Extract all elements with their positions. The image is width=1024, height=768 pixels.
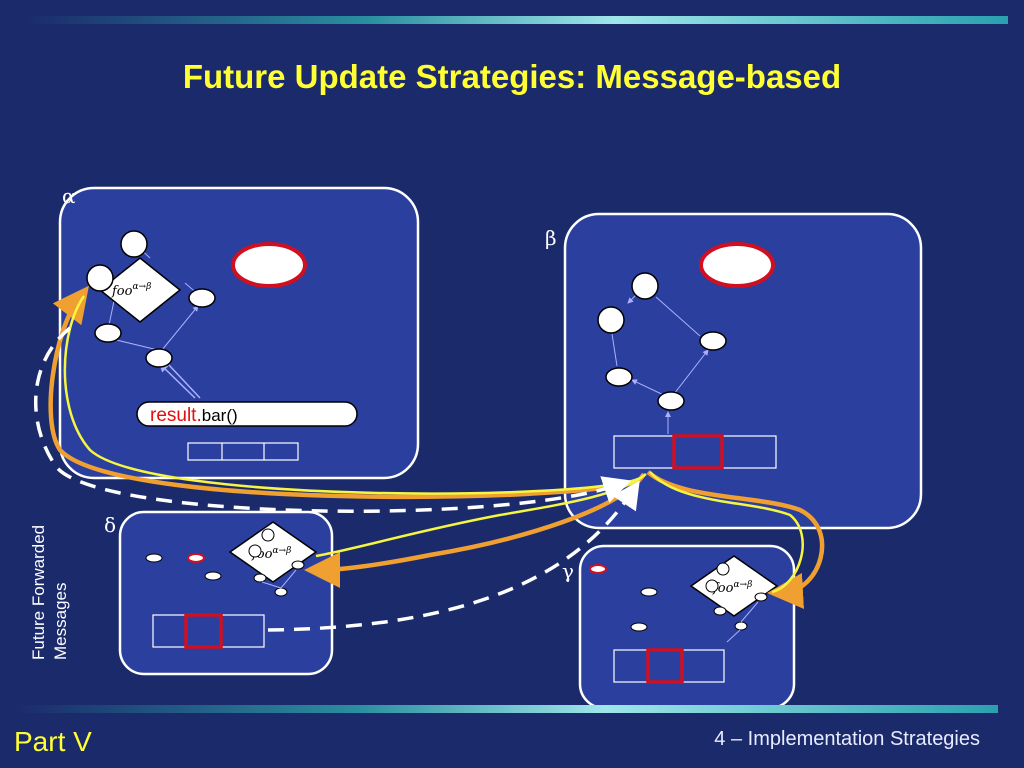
beta-message-queue (613, 434, 777, 470)
footer-part-label: Part V (14, 726, 92, 757)
gamma-message-queue (613, 648, 725, 684)
side-label-line1: Future Forwarded (29, 524, 48, 660)
side-label-line2: Messages (51, 582, 70, 660)
forward-arrows (34, 285, 825, 632)
delta-graph: fooα→β (145, 521, 318, 649)
beta-label: β (545, 226, 557, 250)
alpha-graph: fooα→β result.bar() (86, 230, 358, 461)
delta-label: δ (104, 513, 116, 537)
alpha-label: α (62, 184, 76, 208)
call-bubble (136, 401, 358, 427)
slide-title: Future Update Strategies: Message-based (182, 58, 842, 95)
footer-section-label: 4 – Implementation Strategies (714, 728, 980, 750)
gamma-label: γ (562, 559, 574, 583)
future-forwarded-messages-label: Future Forwarded Messages (28, 460, 72, 660)
top-divider (24, 16, 1008, 24)
alpha-future-object (231, 242, 307, 288)
svg-text:result.bar(): result.bar() (150, 405, 238, 426)
alpha-message-queue (187, 442, 299, 461)
bottom-divider (14, 705, 998, 713)
delta-message-queue (152, 613, 265, 649)
beta-graph (597, 242, 777, 470)
alpha-method-label: fooα→β (111, 282, 151, 299)
beta-future-object (699, 242, 775, 288)
object-delta: δ (104, 510, 334, 676)
gamma-graph: fooα→β (589, 555, 779, 684)
